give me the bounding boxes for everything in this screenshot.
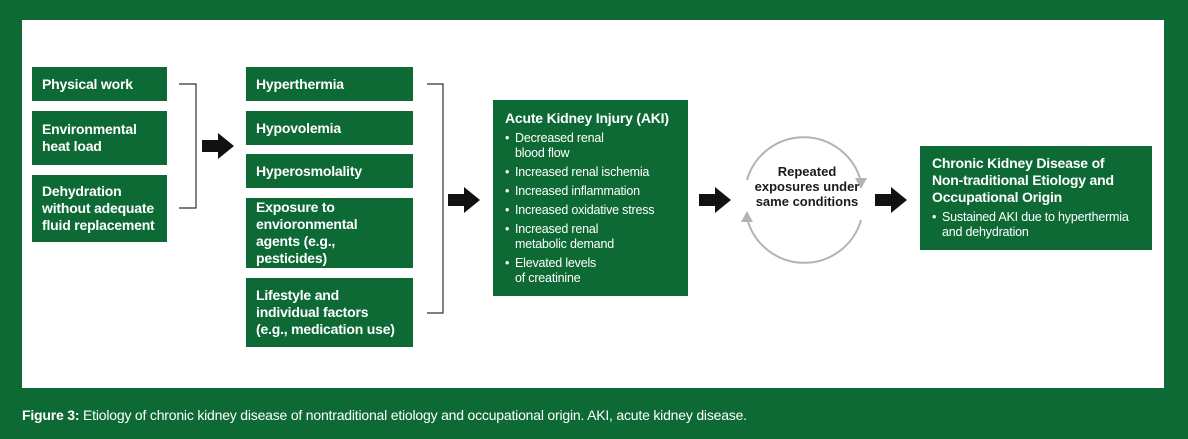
mechanism-environmental-agents: Exposure to envioronmental agents (e.g.,… <box>246 198 413 268</box>
mechanism-hyperosmolality: Hyperosmolality <box>246 154 413 188</box>
mechanism-hyperthermia: Hyperthermia <box>246 67 413 101</box>
list-item: Elevated levels of creatinine <box>505 256 605 286</box>
list-item: Increased renal ischemia <box>505 165 676 180</box>
list-item: Increased oxidative stress <box>505 203 676 218</box>
arrow-right-icon <box>448 187 480 213</box>
mechanism-lifestyle-factors: Lifestyle and individual factors (e.g., … <box>246 278 413 347</box>
bracket-1 <box>179 83 197 209</box>
cycle-arc-bottom <box>746 217 862 264</box>
cycle-arrowhead-icon <box>741 211 753 222</box>
aki-list: Decreased renal blood flow Increased ren… <box>505 131 676 286</box>
caption-label: Figure 3: <box>22 407 80 423</box>
arrow-right-icon <box>699 187 731 213</box>
caption-text: Etiology of chronic kidney disease of no… <box>83 407 747 423</box>
factor-environmental-heat-load: Environmental heat load <box>32 111 167 165</box>
list-item: Increased renal metabolic demand <box>505 222 635 252</box>
cycle-arc-top <box>746 136 862 183</box>
ckd-list: Sustained AKI due to hyperthermia and de… <box>932 210 1140 240</box>
ckd-box: Chronic Kidney Disease of Non-traditiona… <box>920 146 1152 250</box>
figure-caption: Figure 3: Etiology of chronic kidney dis… <box>22 407 747 424</box>
mechanism-hypovolemia: Hypovolemia <box>246 111 413 145</box>
aki-title: Acute Kidney Injury (AKI) <box>505 110 669 126</box>
list-item: Increased inflammation <box>505 184 676 199</box>
cycle-label: Repeated exposures under same conditions <box>754 164 860 209</box>
aki-box: Acute Kidney Injury (AKI) Decreased rena… <box>493 100 688 296</box>
factor-physical-work: Physical work <box>32 67 167 101</box>
ckd-title: Chronic Kidney Disease of Non-traditiona… <box>932 155 1114 205</box>
factor-dehydration: Dehydration without adequate fluid repla… <box>32 175 167 242</box>
cycle-arrowhead-icon <box>855 178 867 189</box>
list-item: Decreased renal blood flow <box>505 131 625 161</box>
arrow-right-icon <box>875 187 907 213</box>
arrow-right-icon <box>202 133 234 159</box>
list-item: Sustained AKI due to hyperthermia and de… <box>932 210 1140 240</box>
bracket-2 <box>427 83 444 314</box>
